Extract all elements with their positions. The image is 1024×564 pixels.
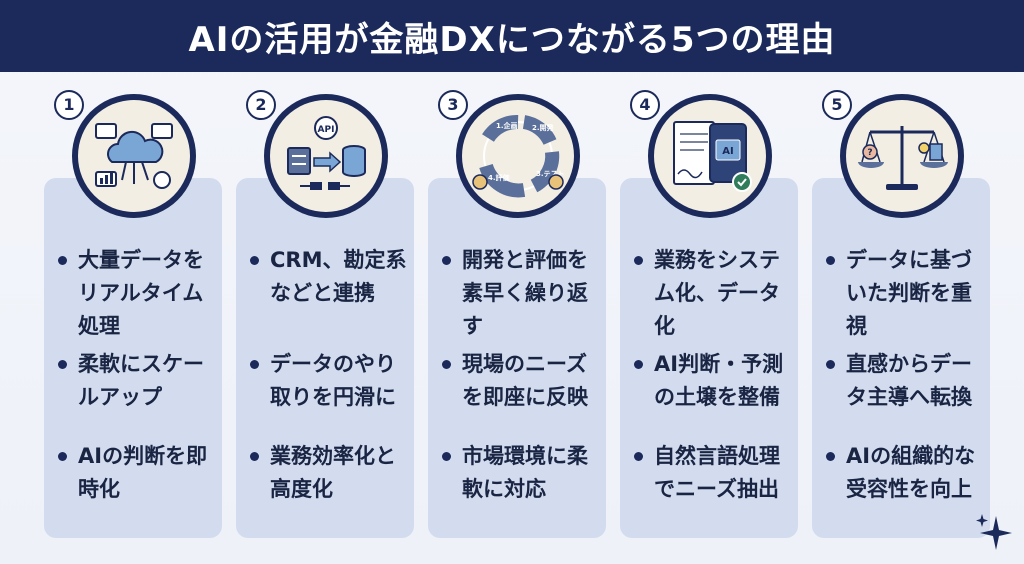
bullet-dot: [634, 452, 643, 461]
bullet-dot: [250, 360, 259, 369]
bullet-dot: [442, 360, 451, 369]
cycle-label-2: 2.開発: [532, 123, 555, 132]
reason-card: [428, 178, 606, 538]
reason-column-1: 1 大量データをリアルタイム処理 柔軟にスケールアップ AIの判断を即時化: [44, 86, 222, 538]
bullet-dot: [442, 256, 451, 265]
bullet-item: CRM、勘定系などと連携: [250, 244, 412, 310]
bullet-item: 市場環境に柔軟に対応: [442, 440, 604, 506]
bullet-dot: [58, 452, 67, 461]
svg-text:?: ?: [867, 148, 872, 158]
bullet-dot: [826, 452, 835, 461]
bullet-item: 直感からデータ主導へ転換: [826, 348, 988, 414]
cycle-label-4: 4.評価: [488, 173, 510, 182]
sparkle-icon: [972, 510, 1016, 558]
icon-circle: ?: [840, 94, 964, 218]
reason-card: [620, 178, 798, 538]
reason-column-2: 2 API CRM、勘定系などと連携 データのやり取りを円滑に 業務効率化と高度…: [236, 86, 414, 538]
bullet-item: AIの判断を即時化: [58, 440, 220, 506]
icon-circle: API: [264, 94, 388, 218]
icon-circle: 1.企画 2.開発 3.テスト 4.評価: [456, 94, 580, 218]
balance-scale-icon: ?: [846, 100, 958, 212]
bullet-dot: [634, 360, 643, 369]
bullet-dot: [58, 256, 67, 265]
bullet-item: 大量データをリアルタイム処理: [58, 244, 220, 343]
page-title: AIの活用が金融DXにつながる5つの理由: [188, 19, 836, 60]
reason-card: [236, 178, 414, 538]
bullet-item: データに基づいた判断を重視: [826, 244, 988, 343]
cycle-label-1: 1.企画: [496, 121, 518, 130]
step-number-badge: 3: [438, 90, 468, 120]
bullet-dot: [250, 452, 259, 461]
bullet-dot: [58, 360, 67, 369]
step-number-badge: 2: [246, 90, 276, 120]
reason-card: [812, 178, 990, 538]
bullet-dot: [442, 452, 451, 461]
icon-circle: [72, 94, 196, 218]
bullet-item: 柔軟にスケールアップ: [58, 348, 220, 414]
step-number-badge: 5: [822, 90, 852, 120]
reason-card: [44, 178, 222, 538]
cycle-label-3: 3.テスト: [536, 170, 565, 178]
svg-text:API: API: [318, 125, 335, 135]
step-number-badge: 1: [54, 90, 84, 120]
icon-circle: AI: [648, 94, 772, 218]
bullet-item: 自然言語処理でニーズ抽出: [634, 440, 796, 506]
bullet-dot: [826, 256, 835, 265]
bullet-dot: [826, 360, 835, 369]
bullet-item: 業務をシステム化、データ化: [634, 244, 796, 343]
title-banner: AIの活用が金融DXにつながる5つの理由: [0, 0, 1024, 72]
step-number-badge: 4: [630, 90, 660, 120]
cloud-data-analytics-icon: [78, 100, 190, 212]
bullet-dot: [250, 256, 259, 265]
digital-document-ai-icon: AI: [654, 100, 766, 212]
reason-column-3: 3 1.企画 2.開発 3.テスト 4.評価 開発と評価を素早く繰り返す 現場の…: [428, 86, 606, 538]
reason-column-4: 4 AI 業務をシステム化、データ化 AI判断・予測の土壌を整備 自然言語処理で…: [620, 86, 798, 538]
bullet-item: 業務効率化と高度化: [250, 440, 412, 506]
ai-chip-label: AI: [722, 146, 733, 157]
bullet-dot: [634, 256, 643, 265]
bullet-item: データのやり取りを円滑に: [250, 348, 412, 414]
bullet-item: 現場のニーズを即座に反映: [442, 348, 604, 414]
development-cycle-icon: 1.企画 2.開発 3.テスト 4.評価: [462, 100, 574, 212]
api-integration-icon: API: [270, 100, 382, 212]
reason-column-5: 5 ? データに基づいた判断を重視 直感からデータ主導へ転換 AIの組織: [812, 86, 990, 538]
bullet-item: 開発と評価を素早く繰り返す: [442, 244, 604, 343]
bullet-item: AIの組織的な受容性を向上: [826, 440, 988, 506]
bullet-item: AI判断・予測の土壌を整備: [634, 348, 796, 414]
